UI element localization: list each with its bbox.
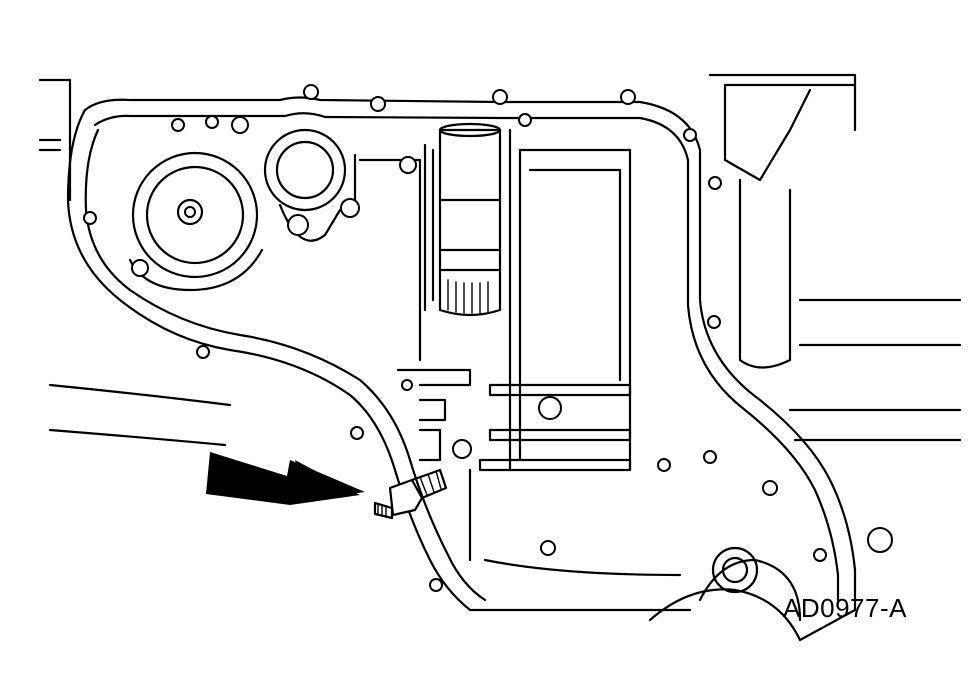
- front-cover: [66, 96, 857, 642]
- callout-arrow-1: [206, 452, 360, 505]
- idler-boss: [263, 128, 347, 242]
- engine-block-outline: [38, 73, 962, 447]
- right-side-housing: [648, 83, 812, 642]
- bolt-holes: [83, 84, 893, 592]
- oil-pan-ribs: [353, 128, 632, 472]
- water-pump: [128, 151, 264, 292]
- oil-filter: [423, 122, 502, 317]
- callout-arrows: [206, 452, 365, 505]
- callout-arrow-2: [282, 460, 365, 503]
- figure-id-label: AD0977-A: [783, 593, 907, 623]
- oil-pressure-sender: [373, 468, 448, 520]
